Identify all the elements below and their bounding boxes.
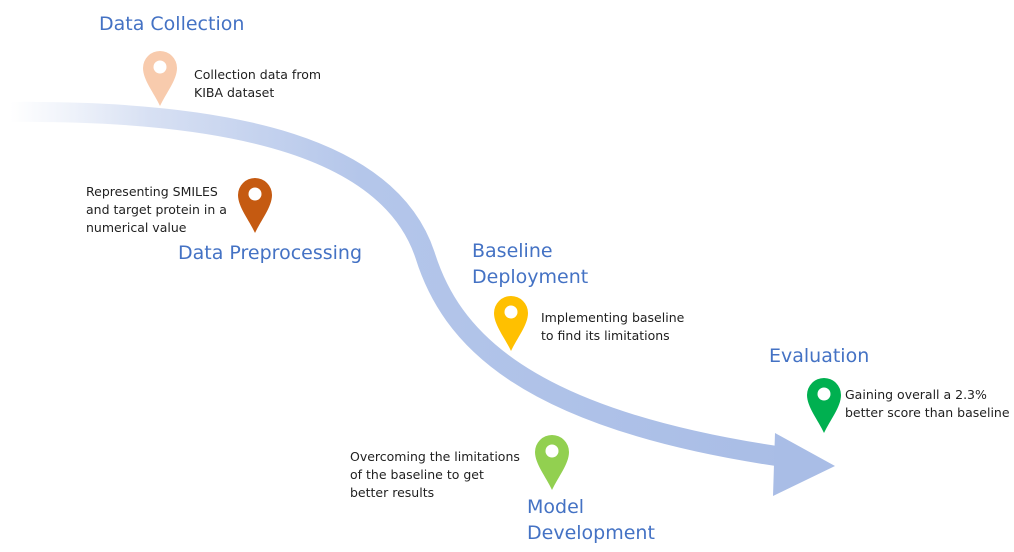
step-description-line: Representing SMILES xyxy=(86,184,218,199)
step-description-line: Overcoming the limitations xyxy=(350,449,520,464)
step-title-line: Deployment xyxy=(472,266,589,288)
step-title-line: Evaluation xyxy=(769,345,870,367)
step-description-line: Gaining overall a 2.3% xyxy=(845,387,987,402)
step-title-data-preprocessing: Data Preprocessing xyxy=(178,240,362,266)
step-description-line: better score than baseline xyxy=(845,405,1010,420)
pin-center-dot xyxy=(504,305,518,319)
step-title-line: Development xyxy=(527,522,655,544)
step-title-line: Model xyxy=(527,496,585,518)
pin-center-dot xyxy=(153,60,167,74)
arrow-head xyxy=(773,433,835,496)
pin-center-dot xyxy=(817,387,831,401)
pin-body xyxy=(143,51,177,106)
step-title-data-collection: Data Collection xyxy=(99,11,244,37)
arrow-body xyxy=(9,101,792,468)
step-description-line: numerical value xyxy=(86,220,187,235)
pin-body xyxy=(807,378,841,433)
step-title-line: Baseline xyxy=(472,240,553,262)
map-pin-icon xyxy=(494,296,528,351)
map-pin-icon xyxy=(535,435,569,490)
step-description-evaluation: Gaining overall a 2.3% better score than … xyxy=(845,386,1010,422)
map-pin-icon xyxy=(143,51,177,106)
step-title-evaluation: Evaluation xyxy=(769,343,869,369)
pin-center-dot xyxy=(248,187,262,201)
step-description-line: of the baseline to get xyxy=(350,467,484,482)
map-pin-icon xyxy=(807,378,841,433)
step-description-baseline-deployment: Implementing baseline to find its limitat… xyxy=(541,309,684,345)
step-description-line: to find its limitations xyxy=(541,328,670,343)
pin-center-dot xyxy=(545,444,559,458)
pin-body xyxy=(535,435,569,490)
step-title-line: Data Preprocessing xyxy=(178,242,363,264)
step-description-model-development: Overcoming the limitations of the baselin… xyxy=(350,448,520,502)
step-description-line: KIBA dataset xyxy=(194,85,275,100)
step-description-data-preprocessing: Representing SMILES and target protein in… xyxy=(86,183,227,237)
pin-body xyxy=(238,178,272,233)
step-description-line: Collection data from xyxy=(194,67,322,82)
step-title-line: Data Collection xyxy=(99,13,245,35)
step-description-line: better results xyxy=(350,485,435,500)
step-description-line: Implementing baseline xyxy=(541,310,685,325)
map-pin-icon xyxy=(238,178,272,233)
pin-body xyxy=(494,296,528,351)
step-description-line: and target protein in a xyxy=(86,202,227,217)
